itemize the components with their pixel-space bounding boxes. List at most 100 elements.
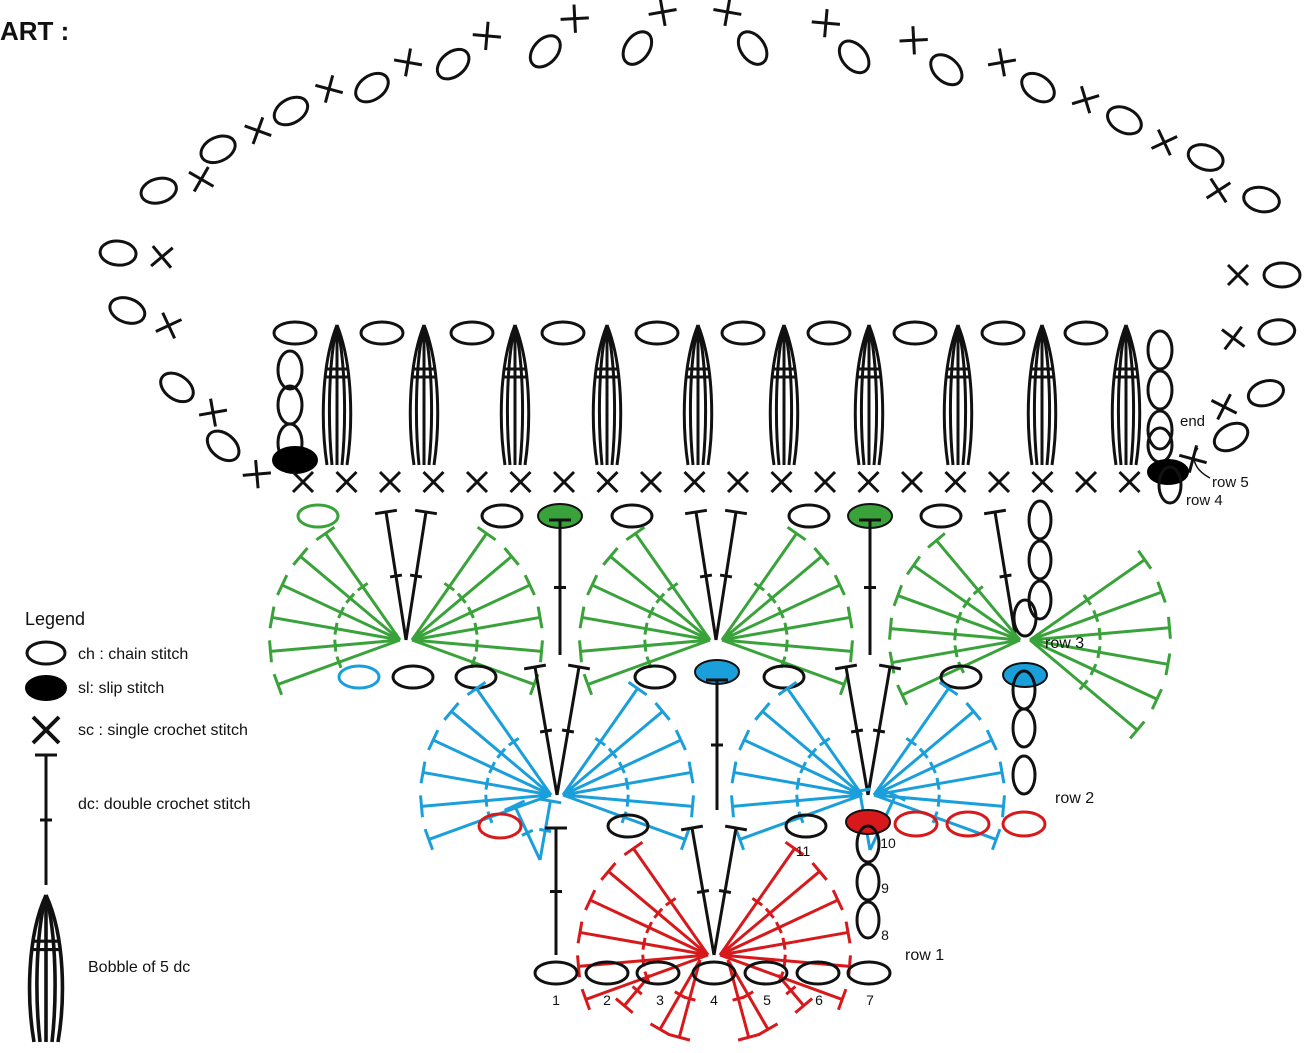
- chain-stitch: [893, 810, 939, 838]
- chain-stitch: [1212, 421, 1250, 453]
- single-crochet: [243, 115, 273, 146]
- arch-stitch-pair: [528, 3, 591, 69]
- v-dc: [983, 508, 1018, 641]
- chain-stitch: [1011, 707, 1037, 749]
- double-crochet: [538, 797, 562, 861]
- double-crochet: [738, 729, 863, 797]
- v-dc: [712, 824, 748, 956]
- chain-stitch: [296, 503, 340, 529]
- chain-stitch: [199, 134, 237, 165]
- double-crochet: [562, 793, 691, 851]
- bobble-icon: [27, 893, 65, 1044]
- double-crochet: [719, 921, 852, 957]
- single-crochet: [154, 311, 183, 340]
- stitch-number: 8: [881, 927, 889, 943]
- double-crochet: [268, 638, 401, 663]
- single-crochet: [471, 20, 503, 52]
- chain-stitch: [846, 960, 892, 986]
- bobble: [942, 323, 974, 467]
- single-crochet: [313, 73, 345, 105]
- double-crochet: [730, 793, 863, 818]
- single-crochet: [1226, 263, 1250, 287]
- chain-stitch-icon: [25, 640, 67, 666]
- single-crochet: [944, 470, 967, 494]
- arch-stitch-pair: [1209, 379, 1285, 421]
- arch-stitch-pair: [1150, 128, 1225, 172]
- double-crochet: [586, 574, 711, 642]
- chain-stitch: [633, 664, 677, 690]
- single-crochet: [1031, 470, 1054, 494]
- double-crochet: [466, 680, 553, 796]
- chain-stitch: [435, 47, 471, 81]
- v-dc: [714, 508, 748, 641]
- chain-stitch: [528, 34, 562, 69]
- single-crochet: [639, 470, 663, 494]
- double-crochet: [905, 555, 1021, 642]
- double-crochet: [623, 840, 710, 956]
- chain-stitch: [276, 349, 304, 391]
- chain-stitch: [621, 30, 654, 66]
- double-crochet: [578, 606, 711, 642]
- chain-stitch: [736, 30, 769, 66]
- arch-stitch-pair: [354, 46, 424, 104]
- single-crochet: [552, 470, 576, 494]
- double-crochet: [292, 547, 401, 642]
- chain-stitch: [855, 824, 881, 864]
- chain-stitch: [762, 664, 806, 690]
- chain-stitch: [477, 812, 523, 840]
- single-crochet: [986, 46, 1018, 78]
- chain-stitch: [929, 53, 964, 87]
- bobble: [499, 323, 531, 467]
- double-crochet: [423, 793, 552, 851]
- double-crochet: [718, 840, 805, 956]
- double-crochet: [562, 702, 671, 797]
- row3-label: row 3: [1045, 635, 1084, 652]
- arch-stitch-pair: [139, 165, 215, 205]
- chain-stitch: [276, 384, 304, 426]
- single-crochet: [647, 0, 679, 28]
- double-crochet: [721, 606, 854, 642]
- v-dc: [684, 508, 718, 641]
- double-crochet: [872, 680, 959, 796]
- stitch-number: 7: [866, 992, 874, 1008]
- double-crochet: [276, 574, 401, 642]
- chain-stitch: [1262, 261, 1302, 289]
- v-dc: [866, 663, 902, 796]
- chain-stitch: [540, 320, 586, 346]
- double-crochet: [602, 547, 711, 642]
- single-crochet: [770, 470, 793, 494]
- v-dc: [555, 663, 591, 796]
- blue-slip-stitch: [1002, 662, 1048, 688]
- chain-stitch: [1012, 598, 1038, 638]
- chain-stitch: [980, 320, 1026, 346]
- bobble: [591, 323, 623, 467]
- row3-fans: [268, 499, 1172, 740]
- chain-stitch: [272, 95, 310, 127]
- post-dc: [706, 678, 728, 810]
- chain-stitch: [1146, 369, 1174, 411]
- bobble: [408, 323, 440, 467]
- chain-stitch: [1157, 465, 1183, 505]
- row5-label: row 5: [1212, 474, 1249, 491]
- double-crochet: [754, 702, 863, 797]
- double-crochet: [410, 525, 497, 641]
- arch-stitch-pair: [898, 24, 964, 87]
- single-crochet: [509, 470, 532, 494]
- double-crochet: [721, 547, 830, 642]
- double-crochet: [719, 862, 828, 957]
- double-crochet: [892, 584, 1021, 642]
- chain-stitch: [1027, 579, 1053, 621]
- chain-stitch: [691, 960, 737, 986]
- double-crochet: [927, 532, 1022, 641]
- single-crochet: [149, 244, 175, 270]
- double-crochet: [268, 606, 401, 642]
- chart-heading: ART :: [0, 16, 69, 46]
- chain-stitch: [787, 503, 831, 529]
- chain-stitch: [635, 960, 681, 986]
- double-crochet: [584, 889, 709, 957]
- single-crochet: [1070, 84, 1101, 115]
- stitch-number: 1: [552, 992, 560, 1008]
- row2-label: row 2: [1055, 790, 1094, 807]
- chain-stitch: [1186, 143, 1225, 172]
- double-crochet: [726, 959, 760, 1042]
